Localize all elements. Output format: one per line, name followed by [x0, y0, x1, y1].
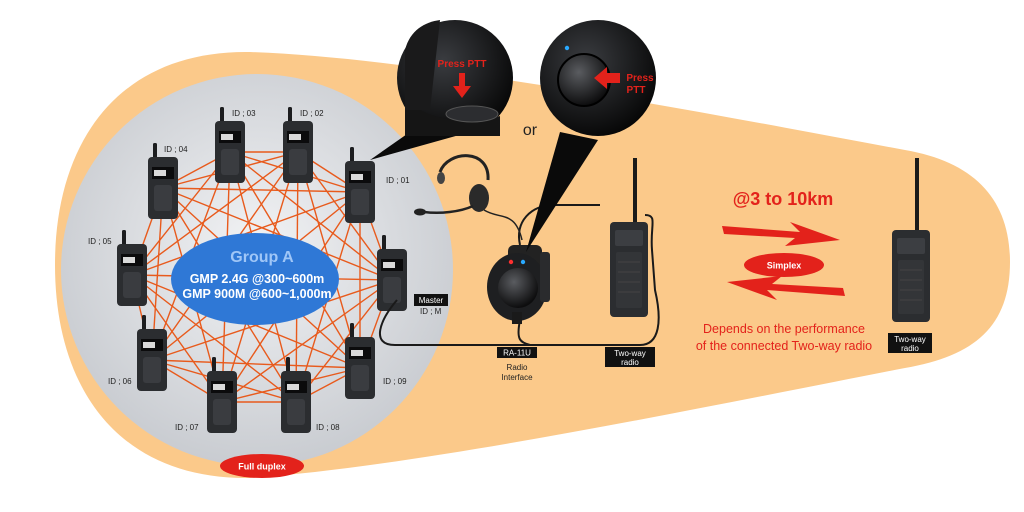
radio-left-line1: Two-way	[614, 349, 646, 358]
two-way-radio-right	[892, 158, 930, 322]
full-duplex-label: Full duplex	[238, 462, 286, 472]
ptt-right-arrow-icon	[594, 67, 620, 89]
mesh-link	[295, 279, 393, 403]
walkie-talkie-06	[137, 315, 167, 391]
walkie-talkie-08	[281, 357, 311, 433]
simplex-label: Simplex	[767, 261, 802, 271]
group-title: Group A	[230, 249, 294, 266]
ptt-right-label-2: PTT	[627, 85, 646, 96]
id-label-09: ID ; 09	[383, 377, 407, 386]
headset-icon	[414, 154, 523, 241]
mesh-link	[131, 151, 299, 276]
radio-right-badge	[888, 333, 932, 353]
id-label-08: ID ; 08	[316, 423, 340, 432]
master-label: Master	[419, 296, 444, 305]
radio-left-line2: radio	[621, 358, 639, 367]
ra11u-device	[487, 245, 550, 324]
id-label-01: ID ; 01	[386, 176, 410, 185]
master-badge	[414, 294, 448, 306]
walkie-talkie-04	[148, 143, 178, 219]
id-label-m: ID ; M	[420, 307, 442, 316]
range-label: @3 to 10km	[733, 189, 834, 209]
simplex-badge	[744, 253, 824, 277]
ra11u-badge	[497, 347, 537, 358]
two-way-radio-left	[610, 158, 648, 317]
id-label-06: ID ; 06	[108, 377, 132, 386]
mesh-link	[162, 187, 361, 193]
note-line-2: of the connected Two-way radio	[696, 339, 872, 353]
walkie-talkie-09	[345, 323, 375, 399]
ptt-pointer-right	[526, 132, 598, 252]
ra11u-desc-2: Interface	[501, 373, 533, 382]
group-line2: GMP 900M @600~1,000m	[182, 287, 331, 301]
id-label-03: ID ; 03	[232, 109, 256, 118]
id-label-07: ID ; 07	[175, 423, 199, 432]
id-label-02: ID ; 02	[300, 109, 324, 118]
lightning-left-icon	[727, 276, 845, 300]
mesh-link	[151, 359, 361, 369]
interface-radio-cable	[517, 319, 531, 346]
ptt-left-label: Press PTT	[438, 59, 487, 70]
radio-right-line1: Two-way	[894, 335, 926, 344]
mesh-link	[229, 151, 393, 281]
ra11u-label: RA-11U	[503, 349, 531, 358]
ptt-bubble-left	[397, 20, 513, 136]
id-label-05: ID ; 05	[88, 237, 112, 246]
walkie-group	[117, 107, 407, 433]
ptt-left-arrow-icon	[453, 73, 471, 98]
group-ellipse	[171, 233, 339, 325]
ptt-right-label-1: Press	[626, 73, 654, 84]
or-label: or	[523, 122, 538, 139]
walkie-talkie-02	[283, 107, 313, 183]
walkie-talkie-05	[117, 230, 147, 306]
walkie-talkie-03	[215, 107, 245, 183]
ra11u-desc-1: Radio	[507, 363, 528, 372]
mesh-link	[221, 279, 393, 403]
radio-right-line2: radio	[901, 344, 919, 353]
walkie-talkie-m	[377, 235, 407, 311]
radio-left-badge	[605, 347, 655, 367]
walkie-talkie-01	[345, 147, 375, 223]
walkie-talkie-07	[207, 357, 237, 433]
mesh-link	[131, 151, 231, 276]
mesh-link	[131, 274, 297, 403]
note-line-1: Depends on the performance	[703, 322, 865, 336]
id-label-04: ID ; 04	[164, 145, 188, 154]
mesh-link	[162, 187, 393, 281]
lightning-right-icon	[722, 222, 840, 246]
group-line1: GMP 2.4G @300~600m	[190, 272, 325, 286]
full-duplex-badge	[220, 454, 304, 478]
interface-cable	[378, 214, 660, 346]
